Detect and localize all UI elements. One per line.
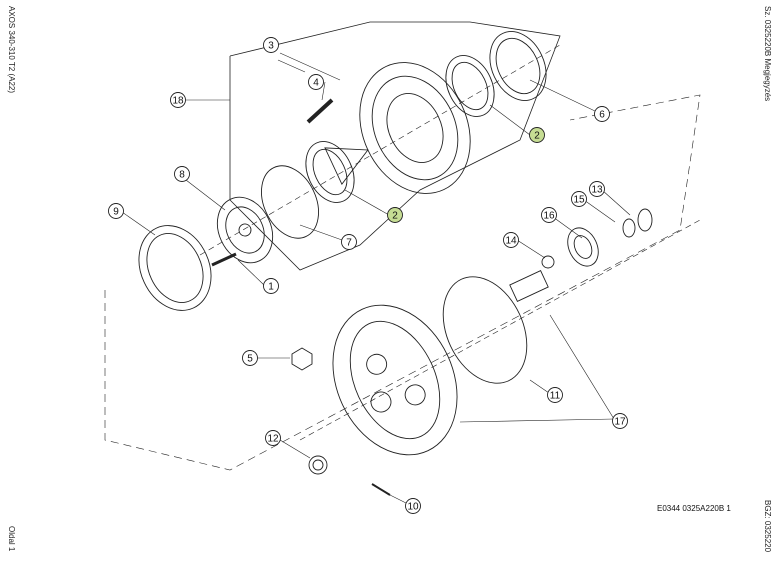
callout-label-11: 11 [550, 391, 561, 402]
snap-ring-7 [261, 165, 319, 239]
nut-5 [291, 347, 313, 371]
seal-ring-2-upper [445, 55, 495, 117]
sun-gear-16 [567, 227, 599, 267]
callout-circle-2 [387, 207, 403, 223]
callout-label-9: 9 [113, 207, 119, 218]
callout-label-17: 17 [614, 417, 626, 428]
screw-10 [371, 483, 391, 496]
callout-label-5: 5 [247, 354, 253, 365]
callout-circle-6 [594, 106, 610, 122]
callout-label-15: 15 [573, 195, 585, 206]
hub-housing [324, 62, 471, 194]
seal-ring-2-lower [305, 141, 355, 203]
stud-4 [306, 98, 334, 124]
callout-circle-3 [263, 37, 279, 53]
callout-label-13: 13 [591, 185, 603, 196]
callout-label-8: 8 [179, 170, 185, 181]
callout-circle-5 [242, 350, 258, 366]
callout-label-2: 2 [534, 131, 540, 142]
assembly-outline-top [229, 21, 561, 271]
housing-dashed-frame [104, 94, 701, 471]
callout-circle-11 [547, 387, 563, 403]
callout-circle-1 [263, 278, 279, 294]
callout-label-1: 1 [268, 282, 274, 293]
shaft-pin [509, 270, 549, 302]
axis-dashed-upper [199, 44, 561, 256]
callout-label-6: 6 [599, 110, 605, 121]
bolt-1 [211, 252, 237, 267]
callout-circle-10 [405, 498, 421, 514]
callout-label-2: 2 [392, 211, 398, 222]
spacer-14 [541, 255, 555, 269]
callout-circle-14 [503, 232, 519, 248]
drawing-code: E0344 0325A220B 1 [657, 504, 731, 513]
washer-15 [622, 218, 636, 238]
o-ring-11 [442, 276, 528, 384]
snap-ring-13 [637, 208, 653, 232]
planet-carrier [216, 196, 274, 264]
callout-circle-15 [571, 191, 587, 207]
ring-gear [138, 225, 212, 311]
callout-label-4: 4 [313, 78, 319, 89]
plug-12 [308, 455, 328, 475]
callout-circle-7 [341, 234, 357, 250]
callout-label-12: 12 [267, 434, 279, 445]
planetary-housing [332, 304, 458, 456]
callout-circle-2 [529, 127, 545, 143]
seal-ring-6 [489, 31, 547, 101]
callout-circle-13 [589, 181, 605, 197]
callout-circle-17 [612, 413, 628, 429]
callout-circle-18 [170, 92, 186, 108]
callout-circle-12 [265, 430, 281, 446]
axis-dashed-lower [299, 219, 701, 441]
callout-circle-16 [541, 207, 557, 223]
callout-circle-9 [108, 203, 124, 219]
callout-label-10: 10 [407, 502, 419, 513]
callout-circle-4 [308, 74, 324, 90]
callout-label-3: 3 [268, 41, 274, 52]
callout-circle-8 [174, 166, 190, 182]
callout-label-18: 18 [172, 96, 184, 107]
callout-label-14: 14 [505, 236, 517, 247]
callout-label-16: 16 [543, 211, 555, 222]
callout-label-7: 7 [346, 238, 352, 249]
